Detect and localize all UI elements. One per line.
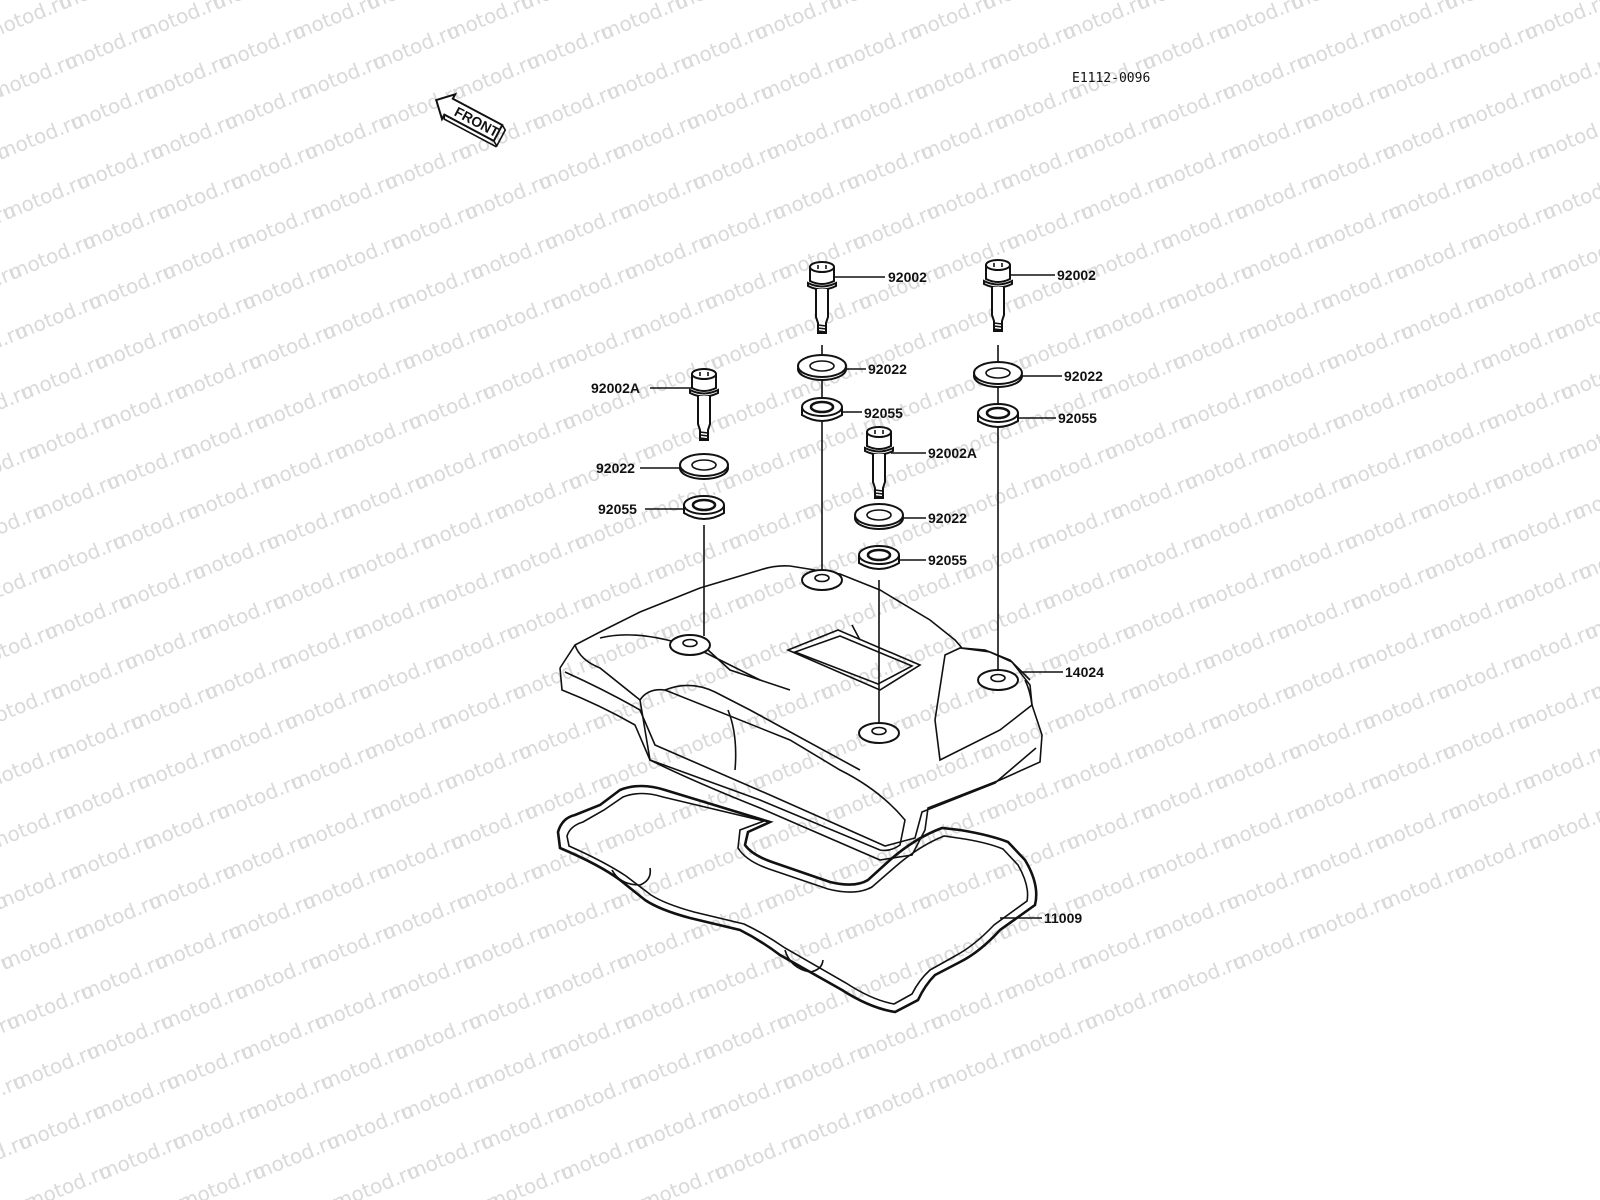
label-washer-left: 92022 [596,460,635,476]
watermark-text: motod.ru [1513,678,1600,735]
watermark-text: motod.ru [1569,468,1600,525]
grommet-92055-right [976,402,1020,429]
watermark-text: motod.ru [1441,0,1535,15]
cover-boss-middle [858,722,900,744]
label-bolt-right: 92002 [1057,267,1096,283]
label-grommet-center: 92055 [864,405,903,421]
fastener-stack-center: 92002 92022 92055 [797,261,927,570]
fastener-stack-middle: 92002A 92022 92055 [854,426,977,724]
watermark-text: motod.ru [1287,0,1381,15]
grommet-92055-center [800,396,844,423]
watermark-text: motod.ru [1557,348,1600,405]
watermark-text: motod.ru [979,0,1073,15]
watermark-text: motod.ru [1533,108,1600,165]
watermark-text: motod.ru [363,0,457,15]
grommet-92055-left [682,494,726,521]
washer-92022-left [679,453,729,480]
fastener-stack-right: 92002 92022 92055 [973,259,1103,670]
watermark-text: motod.ru [1545,228,1600,285]
label-bolt-left: 92002A [591,380,640,396]
watermark-text: motod.ru [1551,288,1600,345]
watermark-text: motod.ru [1563,408,1600,465]
watermark-text: motod.ru [209,0,303,15]
watermark-text: motod.ru [825,0,919,15]
watermark-text: motod.ru [0,1188,41,1200]
cover-boss-center [801,569,843,591]
label-cover: 14024 [1065,664,1104,680]
label-grommet-middle: 92055 [928,552,967,568]
watermark-text: motod.ru [1527,48,1600,105]
watermark-text: motod.ru [671,0,765,15]
label-washer-middle: 92022 [928,510,967,526]
label-washer-center: 92022 [868,361,907,377]
label-gasket: 11009 [1044,910,1082,926]
washer-92022-center [797,354,847,381]
watermark-text: motod.ru [1133,0,1227,15]
label-grommet-left: 92055 [598,501,637,517]
label-bolt-middle: 92002A [928,445,977,461]
label-washer-right: 92022 [1064,368,1103,384]
fastener-stack-left: 92002A 92022 92055 [591,368,729,636]
label-grommet-right: 92055 [1058,410,1097,426]
cover-boss-right [977,669,1019,691]
watermark-text: motod.ru [1519,738,1600,795]
watermark-text: motod.ru [1539,168,1600,225]
watermark-text: motod.ru [1521,0,1600,45]
washer-92022-right [973,361,1023,388]
watermark-text: motod.ru [55,0,149,15]
grommet-92055-middle [857,544,901,571]
cover-boss-left [669,634,711,656]
head-cover-gasket [556,784,1038,1014]
watermark-text: motod.ru [517,0,611,15]
label-bolt-center: 92002 [888,269,927,285]
watermark-text: motod.ru [1525,798,1600,855]
washer-92022-middle [854,503,904,530]
cylinder-head-cover [559,565,1043,861]
diagram-code: E1112-0096 [1072,71,1150,86]
